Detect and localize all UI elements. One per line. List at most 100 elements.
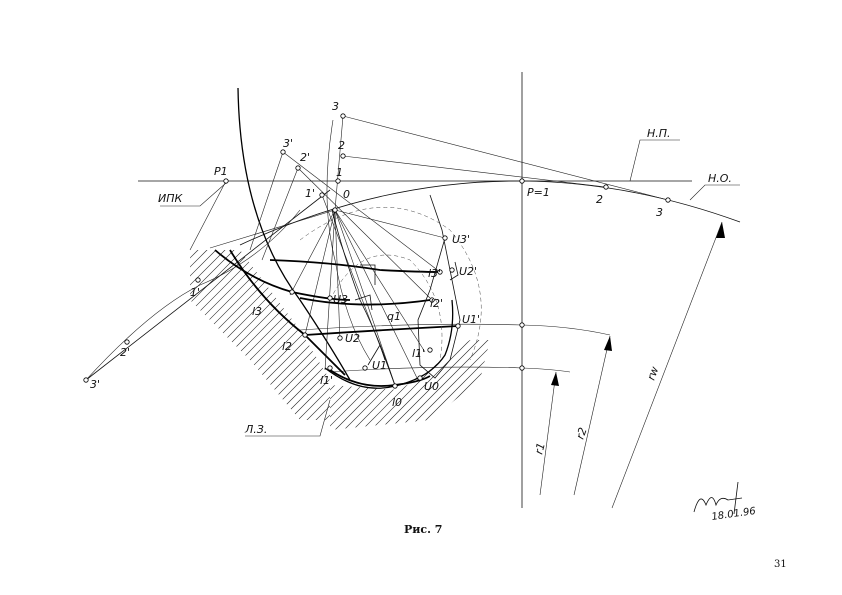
hatch-line xyxy=(473,340,490,430)
line-of-action xyxy=(85,189,331,381)
hatch-line xyxy=(251,250,330,420)
label-3-prime-left: 3' xyxy=(90,378,100,391)
hatch-line xyxy=(190,250,330,420)
step-outline-1 xyxy=(360,264,376,285)
hatch-line xyxy=(190,250,218,420)
label-1: 1 xyxy=(336,166,343,179)
hatch-line xyxy=(278,250,330,420)
hatch-line xyxy=(446,340,490,430)
hatch-line xyxy=(296,250,330,420)
label-l2: l2 xyxy=(282,340,292,353)
label-1-prime-left: 1' xyxy=(190,286,200,299)
label-l3: l3 xyxy=(252,305,262,318)
hatch-line xyxy=(190,250,326,420)
dashed-arc-inner xyxy=(329,254,443,361)
u-curve-outline xyxy=(331,209,396,387)
radius-r1-arc xyxy=(329,366,571,373)
hatch-line xyxy=(392,340,490,430)
hatch-line xyxy=(455,340,490,430)
leader-lz xyxy=(245,399,331,437)
radius-r2-arc xyxy=(299,323,611,336)
construction-lines xyxy=(189,115,669,386)
label-2: 2 xyxy=(338,139,345,152)
label-l1-prime: l1' xyxy=(320,374,333,387)
hatch-line xyxy=(190,250,299,420)
label-3-right: 3 xyxy=(656,206,663,219)
radius-r2-line xyxy=(573,335,611,496)
label-1-prime: 1' xyxy=(305,187,315,200)
label-r1: r1 xyxy=(532,441,548,456)
label-ipk: ИПК xyxy=(158,192,184,205)
profile-curve-3 xyxy=(269,259,441,273)
hatch-line xyxy=(190,250,272,420)
hatch-line xyxy=(204,330,309,435)
hatch-line xyxy=(168,330,273,435)
label-u2-prime: U2' xyxy=(459,265,477,278)
step-outline-3 xyxy=(367,344,386,366)
arrow-r2 xyxy=(604,336,612,351)
hatch-line xyxy=(213,330,318,435)
label-u1-prime: U1' xyxy=(462,313,480,326)
dashed-arc-outer xyxy=(299,207,482,361)
hatch-line xyxy=(222,330,327,435)
radius-r1-line xyxy=(539,371,557,496)
hatch-line xyxy=(150,330,255,435)
hatch-line xyxy=(287,250,330,420)
hatch-line xyxy=(190,250,308,420)
label-2-right: 2 xyxy=(596,193,603,206)
leader-np xyxy=(629,139,680,182)
hatch-line xyxy=(330,340,391,430)
hatch-line xyxy=(492,330,597,435)
hatch-line xyxy=(330,340,355,430)
tooth-curve-outer xyxy=(237,87,351,381)
hatch-line xyxy=(190,250,254,420)
page-number: 31 xyxy=(774,559,787,570)
figure-caption: Рис. 7 xyxy=(404,523,443,536)
hatch-line xyxy=(190,250,245,420)
hatch-line xyxy=(242,250,330,420)
hatch-line xyxy=(330,340,364,430)
arrow-rw xyxy=(716,222,725,238)
hatch-line xyxy=(428,340,490,430)
hatch-line xyxy=(260,250,330,420)
step-outline-4 xyxy=(449,261,459,281)
step-outline-2 xyxy=(354,294,373,311)
label-u1: U1 xyxy=(372,359,387,372)
label-3-prime: 3' xyxy=(283,137,293,150)
hatch-line xyxy=(177,330,282,435)
hatch-line xyxy=(190,250,281,420)
hatch-line xyxy=(401,340,490,430)
label-r2: r2 xyxy=(574,426,590,441)
leader-no xyxy=(689,184,740,201)
signature: 18.01.96 xyxy=(693,481,757,523)
hatch-line xyxy=(159,330,264,435)
label-2-prime-left: 2' xyxy=(120,346,130,359)
arrow-r1 xyxy=(551,372,559,386)
hatch-line xyxy=(190,250,191,420)
profile-curve-1 xyxy=(229,249,346,376)
line-of-action-lower xyxy=(85,209,301,381)
label-u3-prime: U3' xyxy=(452,233,470,246)
hatch-line xyxy=(383,340,490,430)
hatch-line xyxy=(190,250,263,420)
signature-date: 18.01.96 xyxy=(711,506,757,523)
hatched-region-bottom xyxy=(150,330,597,435)
label-q1: q1 xyxy=(387,310,401,323)
hatch-line xyxy=(190,250,236,420)
hatch-line xyxy=(482,340,490,430)
label-l1-prime-inner: l1' xyxy=(412,347,425,360)
label-p-eq-1: P=1 xyxy=(527,186,550,199)
label-lz: Л.З. xyxy=(244,423,267,436)
label-l2-prime: l2' xyxy=(430,297,443,310)
hatch-line xyxy=(186,330,291,435)
profile-curve-4 xyxy=(299,297,431,306)
label-l3-prime: l3' xyxy=(428,267,441,280)
label-3: 3 xyxy=(332,100,339,113)
hatch-line xyxy=(330,340,400,430)
label-rw: rw xyxy=(645,365,662,382)
hatch-line xyxy=(190,250,317,420)
label-2-prime: 2' xyxy=(300,151,310,164)
hatch-line xyxy=(224,250,330,420)
label-u3: U3 xyxy=(333,293,348,306)
label-u2: U2 xyxy=(345,332,360,345)
